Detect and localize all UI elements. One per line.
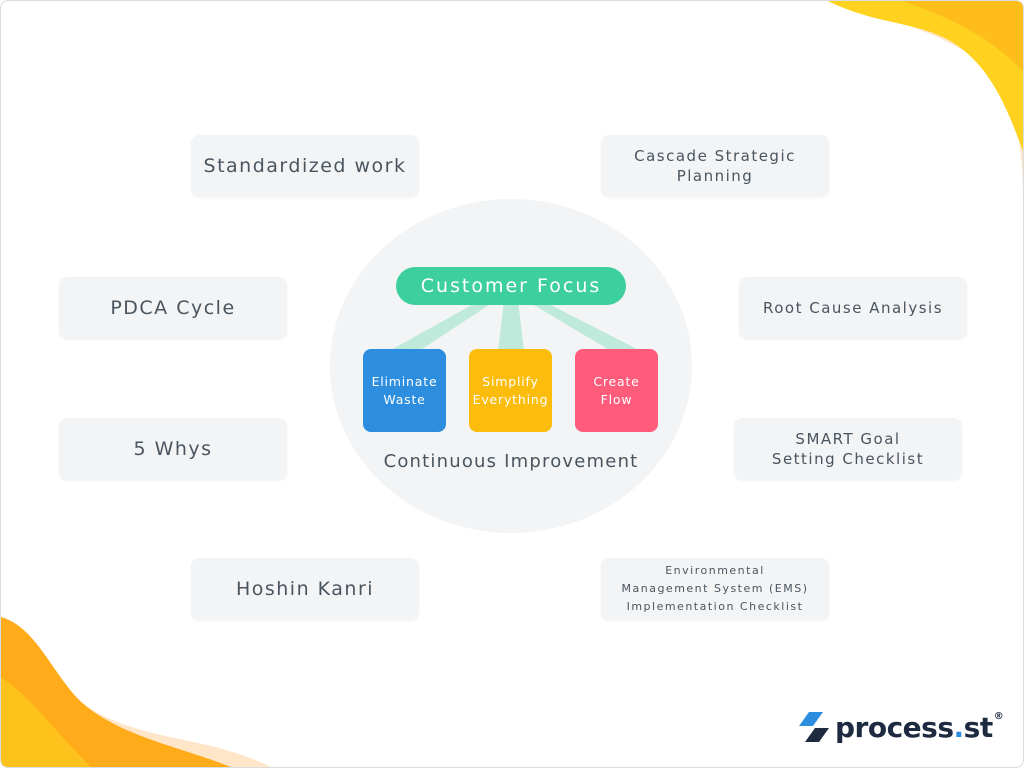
cascade-label-line1: Cascade Strategic [634, 147, 796, 165]
root-cause-label: Root Cause Analysis [762, 299, 944, 317]
simplify-everything-tile: Simplify Everything [469, 349, 552, 432]
process-st-logo-icon [799, 712, 829, 742]
cascade-label-line2: Planning [676, 167, 754, 185]
eliminate-waste-tile: Eliminate Waste [363, 349, 446, 432]
customer-focus-pill: Customer Focus [396, 267, 626, 305]
ems-label-line2: Management System (EMS) [621, 582, 809, 595]
simplify-everything-line1: Simplify [482, 373, 539, 389]
eliminate-waste-line1: Eliminate [371, 373, 438, 389]
create-flow-line2: Flow [600, 391, 633, 407]
smart-label-line1: SMART Goal [795, 430, 901, 448]
ems-label-line3: Implementation Checklist [626, 600, 804, 613]
create-flow-line1: Create [593, 373, 640, 389]
pdca-cycle-card: PDCA Cycle [59, 277, 287, 339]
ems-checklist-card: Environmental Management System (EMS) Im… [601, 558, 829, 620]
standardized-work-label: Standardized work [203, 155, 407, 177]
five-whys-label: 5 Whys [133, 438, 213, 460]
process-st-wordmark: process.st® [835, 710, 1004, 744]
customer-focus-label: Customer Focus [420, 275, 602, 297]
five-whys-card: 5 Whys [59, 418, 287, 480]
smart-goal-checklist-card: SMART Goal Setting Checklist [734, 418, 962, 480]
hoshin-kanri-label: Hoshin Kanri [235, 578, 375, 600]
smart-label-line2: Setting Checklist [771, 450, 925, 468]
simplify-everything-line2: Everything [472, 391, 549, 407]
cascade-strategic-planning-card: Cascade Strategic Planning [601, 135, 829, 197]
decorative-blob-bottom-left [1, 617, 271, 767]
pdca-cycle-label: PDCA Cycle [110, 297, 236, 319]
eliminate-waste-line2: Waste [383, 391, 426, 407]
create-flow-tile: Create Flow [575, 349, 658, 432]
process-st-logo: process.st® [799, 707, 1004, 747]
ems-label-line1: Environmental [665, 564, 765, 577]
standardized-work-card: Standardized work [191, 135, 419, 197]
continuous-improvement-label: Continuous Improvement [383, 451, 639, 472]
root-cause-analysis-card: Root Cause Analysis [739, 277, 967, 339]
decorative-blob-top-right [828, 1, 1023, 201]
hoshin-kanri-card: Hoshin Kanri [191, 558, 419, 620]
